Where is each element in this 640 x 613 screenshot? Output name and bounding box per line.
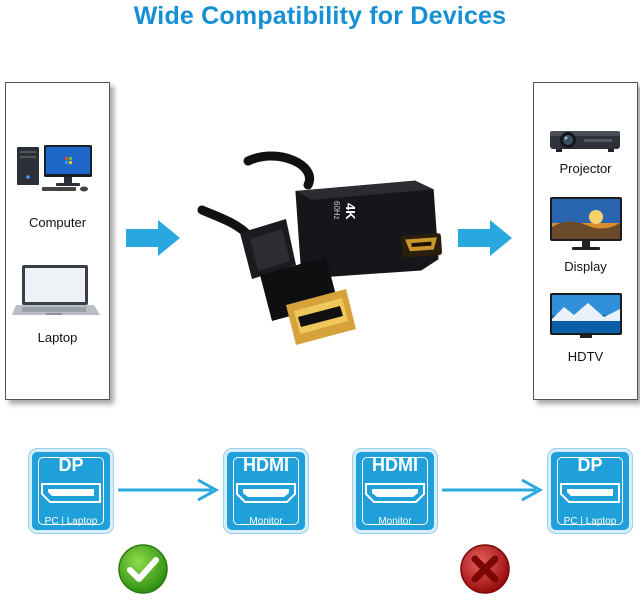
device-label-projector: Projector xyxy=(559,161,612,176)
cross-icon xyxy=(460,544,510,594)
device-label-hdtv: HDTV xyxy=(567,349,604,364)
port-type: HDMI xyxy=(243,455,289,475)
hdmi-port-icon xyxy=(365,483,425,503)
adapter-marking-sub: 60Hz xyxy=(332,201,341,220)
arrow-right-icon xyxy=(118,478,220,502)
device-label-display: Display xyxy=(564,259,607,274)
adapter-marking: 4K xyxy=(343,203,358,220)
port-usage: PC | Laptop xyxy=(563,516,617,527)
display-icon xyxy=(550,197,622,250)
flow1-source-box: DP PC | Laptop xyxy=(29,449,113,533)
page-title: Wide Compatibility for Devices xyxy=(133,2,507,30)
arrow-right-icon xyxy=(126,220,180,256)
dp-port-icon xyxy=(560,483,620,503)
port-type: DP xyxy=(58,455,84,475)
adapter-cable-image: 4K 60Hz xyxy=(197,151,443,345)
hdmi-port-icon xyxy=(236,483,296,503)
port-usage: PC | Laptop xyxy=(44,516,98,527)
computer-icon xyxy=(17,145,92,192)
port-type: DP xyxy=(577,455,603,475)
laptop-icon xyxy=(12,265,100,315)
display-devices-panel: Projector Display HDTV xyxy=(533,82,638,400)
arrow-right-icon xyxy=(458,220,512,256)
flow2-target-box: DP PC | Laptop xyxy=(548,449,632,533)
projector-icon xyxy=(550,131,620,152)
device-label-laptop: Laptop xyxy=(37,330,78,345)
arrow-right-icon xyxy=(442,478,544,502)
device-label-computer: Computer xyxy=(28,215,87,230)
flow2-source-box: HDMI Monitor xyxy=(353,449,437,533)
source-devices-panel: Computer Laptop xyxy=(5,82,110,400)
port-type: HDMI xyxy=(372,455,418,475)
hdtv-icon xyxy=(550,293,622,338)
port-usage: Monitor xyxy=(249,516,283,527)
check-icon xyxy=(118,544,168,594)
dp-port-icon xyxy=(41,483,101,503)
port-usage: Monitor xyxy=(378,516,412,527)
flow1-target-box: HDMI Monitor xyxy=(224,449,308,533)
